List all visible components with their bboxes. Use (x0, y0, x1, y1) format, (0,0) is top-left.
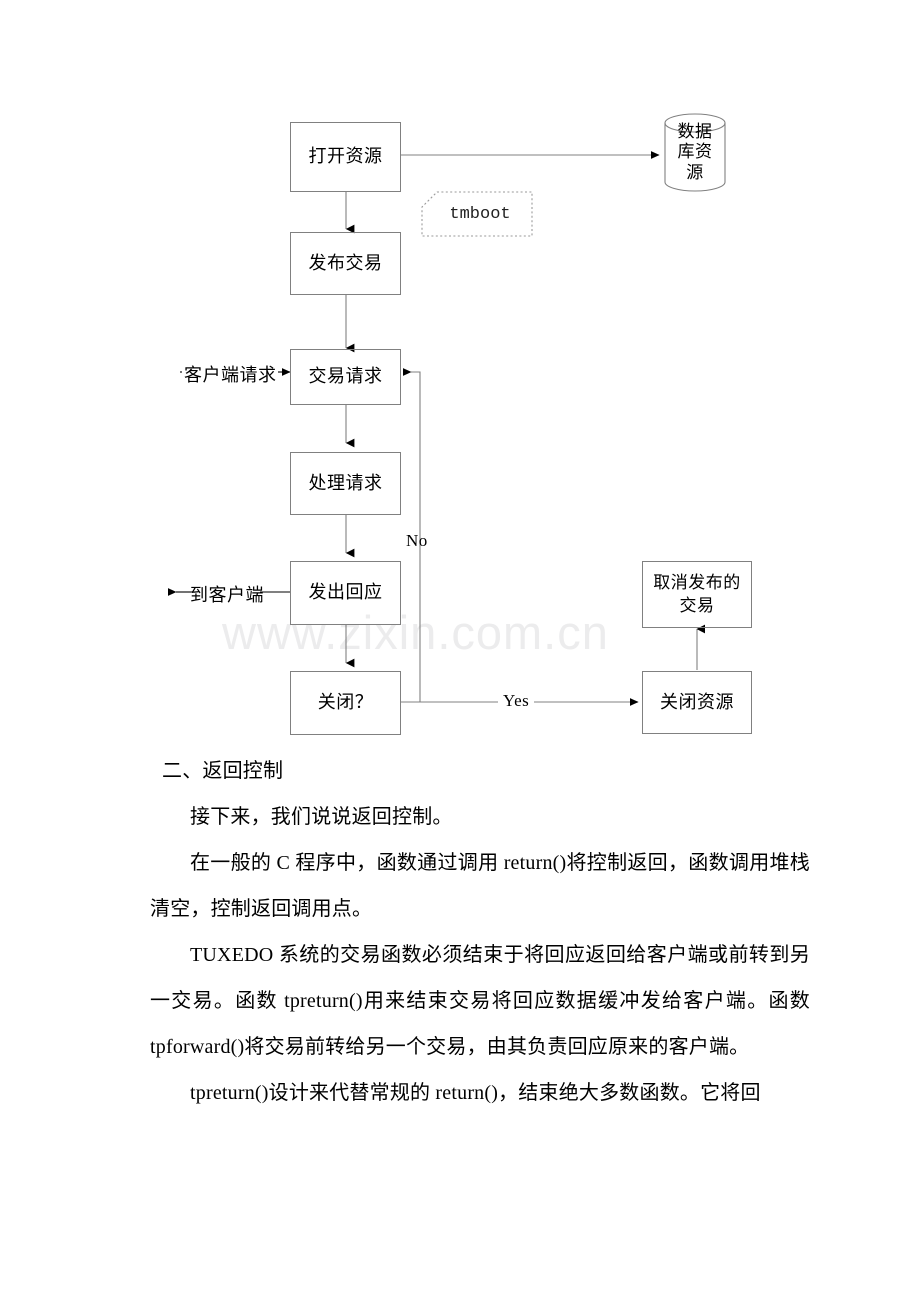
edge-no-feedback (401, 368, 421, 703)
node-publish-transaction[interactable]: 发布交易 (290, 232, 401, 295)
node-send-response-label: 发出回应 (308, 582, 383, 603)
section-heading: 二、返回控制 (162, 760, 284, 782)
node-handle-request[interactable]: 处理请求 (290, 452, 401, 515)
node-handle-request-label: 处理请求 (308, 472, 383, 493)
node-open-resource[interactable]: 打开资源 (290, 122, 401, 192)
tmboot-note-outline (421, 191, 533, 237)
node-database-label: 数据 库资 源 (678, 122, 713, 182)
edge-label-yes: Yes (498, 691, 535, 711)
node-close-resource-label: 关闭资源 (660, 691, 734, 712)
edge-label-no: No (406, 531, 428, 551)
flowchart-connectors (168, 113, 726, 706)
node-transaction-request-label: 交易请求 (308, 366, 383, 387)
paragraph-1: 接下来，我们说说返回控制。 (190, 806, 453, 828)
node-transaction-request[interactable]: 交易请求 (290, 349, 401, 405)
node-database[interactable]: 数据 库资 源 (665, 114, 725, 191)
body-text: 二、返回控制 接下来，我们说说返回控制。 在一般的 C 程序中，函数通过调用 r… (150, 748, 810, 1116)
db-line-1: 数据 (677, 122, 713, 142)
node-send-response[interactable]: 发出回应 (290, 561, 401, 625)
database-cylinder-shape (664, 113, 726, 192)
edge-label-client-request: 客户端请求 (184, 361, 277, 387)
edge-label-yes-text: Yes (503, 691, 530, 710)
node-close-resource[interactable]: 关闭资源 (642, 671, 752, 734)
db-line-3: 源 (686, 162, 704, 182)
edge-label-no-text: No (406, 531, 428, 550)
paragraph-2: 在一般的 C 程序中，函数通过调用 return()将控制返回，函数调用堆栈清空… (150, 852, 810, 920)
cancel-line-2: 交易 (679, 595, 715, 615)
edge-label-to-client: 到客户端 (190, 581, 264, 607)
edge-label-to-client-text: 到客户端 (190, 585, 264, 605)
flowchart: 打开资源 数据 库资 源 tmboot 发布交易 交易请求 处理请求 发出回应 … (168, 113, 752, 735)
edge-label-client-request-text: 客户端请求 (184, 365, 277, 385)
cancel-line-1: 取消发布的 (653, 573, 741, 593)
paragraph-4: tpreturn()设计来代替常规的 return()，结束绝大多数函数。它将回 (190, 1082, 761, 1104)
node-cancel-published-transaction[interactable]: 取消发布的 交易 (642, 561, 752, 628)
paragraph-3: TUXEDO 系统的交易函数必须结束于将回应返回给客户端或前转到另一交易。函数 … (150, 944, 810, 1058)
node-publish-transaction-label: 发布交易 (308, 252, 383, 273)
note-tmboot-label: tmboot (449, 204, 511, 224)
node-close-question[interactable]: 关闭？ (290, 671, 401, 735)
db-line-2: 库资 (677, 142, 713, 162)
note-tmboot[interactable]: tmboot (422, 192, 532, 236)
node-open-resource-label: 打开资源 (308, 146, 383, 167)
node-cancel-published-transaction-label: 取消发布的 交易 (653, 572, 741, 616)
node-close-question-label: 关闭？ (317, 692, 374, 713)
watermark: www.zixin.com.cn (222, 606, 609, 659)
